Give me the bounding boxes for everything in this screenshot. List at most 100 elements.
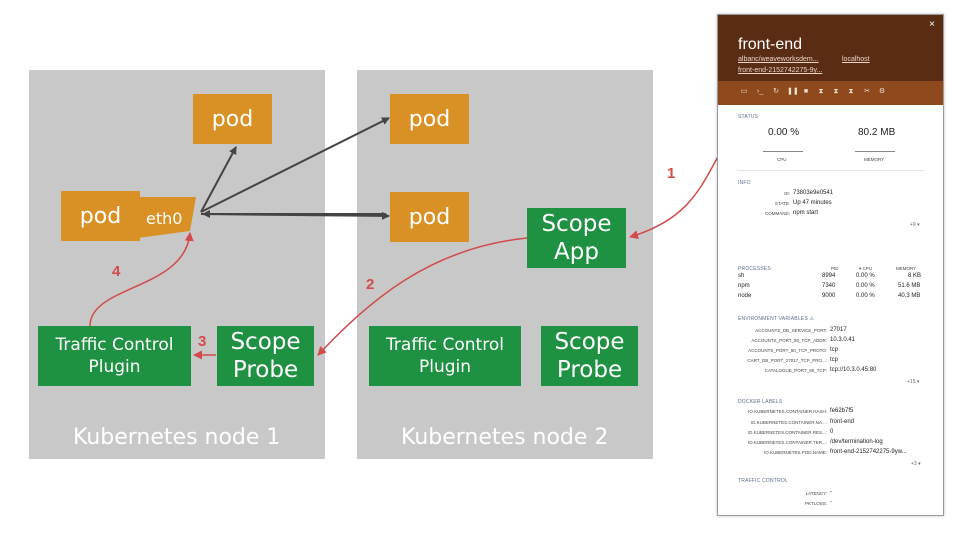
process-memory: 40.3 MB: [898, 293, 921, 299]
label-key: IO.KUBERNETES.POD.NAME:: [763, 450, 827, 455]
col-pid[interactable]: PID: [831, 266, 839, 271]
env-value: 27017: [830, 327, 847, 333]
pod-link[interactable]: front-end-2152742275-9y...: [738, 67, 823, 74]
env-value: tcp: [830, 347, 839, 353]
scope-probe-line2: Probe: [556, 357, 623, 383]
traffic-value: -: [830, 499, 832, 505]
info-value: npm start: [793, 210, 819, 216]
label-key: IO.KUBERNETES.CONTAINER.RES...:: [747, 430, 827, 435]
col-memory[interactable]: MEMORY: [896, 266, 917, 271]
terminal-icon[interactable]: ›_: [756, 88, 764, 95]
process-memory: 51.6 MB: [898, 283, 921, 289]
env-key: CART_DB_PORT_27017_TCP_PRO...:: [747, 358, 827, 363]
label-value: 0: [830, 429, 834, 435]
process-cpu: 0.00 %: [856, 273, 875, 279]
label-key: IO.KUBERNETES.CONTAINER.TER...:: [747, 440, 827, 445]
scope-probe-node1: Scope Probe: [217, 326, 314, 386]
arrow-to-pod-node2-top: [200, 117, 390, 213]
panel-toolbar: ▭ ›_ ↻ ❚❚ ■ ⧗ ⧗ ⧗ ✂ ⚙: [718, 81, 943, 105]
env-key: ACCOUNTS_PORT_80_TCP_ADDR:: [751, 338, 827, 343]
env-key: ACCOUNTS_DB_SERVICE_PORT:: [755, 328, 827, 333]
step-3: 3: [198, 333, 207, 350]
process-pid: 9000: [822, 293, 836, 299]
flow-2-app-to-probe: [317, 237, 528, 356]
env-section-title: ENVIRONMENT VARIABLES ⚠: [738, 316, 815, 322]
pod-node2-mid: pod: [390, 192, 469, 242]
node-1-label: Kubernetes node 1: [73, 425, 281, 450]
image-link[interactable]: albanc/weaveworksdem...: [738, 56, 819, 63]
env-value: tcp: [830, 357, 839, 363]
label-key: IO.KUBERNETES.CONTAINER.NA...:: [750, 420, 827, 425]
info-key: STATE:: [774, 201, 790, 206]
processes-section-title: PROCESSES: [738, 266, 771, 272]
process-cpu: 0.00 %: [856, 293, 875, 299]
scope-probe-line1: Scope: [554, 329, 625, 355]
docker-more-link[interactable]: +3 ▾: [911, 461, 921, 467]
cpu-label: CPU: [777, 157, 787, 162]
label-value: /dev/termination-log: [830, 439, 883, 445]
info-section-title: INFO: [738, 180, 751, 186]
memory-label: MEMORY: [864, 157, 885, 162]
stop-icon[interactable]: ■: [803, 88, 809, 95]
node-detail-panel: × front-end albanc/weaveworksdem... loca…: [717, 14, 944, 516]
label-value: front-end-2152742275-9yw...: [830, 449, 907, 455]
info-value: Up 47 minutes: [793, 200, 832, 206]
scope-probe-line1: Scope: [230, 329, 301, 355]
tc-plugin-line1: Traffic Control: [55, 335, 174, 355]
info-key: ID:: [784, 191, 790, 196]
process-name: node: [738, 293, 752, 299]
step-4: 4: [112, 263, 121, 280]
tc-plugin-line2: Plugin: [418, 357, 472, 377]
memory-value: 80.2 MB: [858, 127, 896, 138]
traffic-key: PKTLOSS:: [804, 501, 827, 506]
scope-app-line2: App: [554, 239, 599, 265]
info-value: 73803e9e0541: [793, 190, 834, 196]
process-pid: 7340: [822, 283, 836, 289]
panel-header: × front-end albanc/weaveworksdem... loca…: [718, 15, 943, 81]
host-link[interactable]: localhost: [842, 56, 870, 63]
label-value: fe62b7f5: [830, 408, 854, 414]
close-icon[interactable]: ×: [929, 19, 935, 30]
step-2: 2: [366, 276, 375, 293]
gear-icon[interactable]: ⚙: [878, 88, 886, 95]
hourglass-icon[interactable]: ⧗: [848, 88, 854, 95]
kubernetes-node-1: [29, 70, 325, 459]
traffic-control-plugin-node2: Traffic Control Plugin: [369, 326, 521, 386]
status-section-title: STATUS: [738, 114, 759, 120]
pause-icon[interactable]: ❚❚: [787, 88, 799, 95]
docker-labels-section-title: DOCKER LABELS: [738, 399, 783, 405]
cpu-sparkline: [763, 151, 803, 152]
pod-node2-top: pod: [390, 94, 469, 144]
monitor-icon[interactable]: ▭: [740, 88, 748, 95]
pod-node1-left: pod: [61, 191, 140, 241]
process-memory: 8 KB: [908, 273, 922, 279]
info-more-link[interactable]: +9 ▾: [910, 222, 920, 228]
process-cpu: 0.00 %: [856, 283, 875, 289]
scissors-icon[interactable]: ✂: [864, 88, 870, 95]
env-key: CATALOGUE_PORT_80_TCP:: [764, 368, 827, 373]
label-key: IO.KUBERNETES.CONTAINER.HASH:: [748, 409, 827, 414]
traffic-control-section-title: TRAFFIC CONTROL: [738, 478, 788, 484]
restart-icon[interactable]: ↻: [773, 88, 779, 95]
traffic-key: LATENCY:: [805, 491, 827, 496]
panel-title: front-end: [738, 36, 803, 53]
col-cpu[interactable]: ▾ CPU: [859, 266, 873, 271]
cpu-value: 0.00 %: [768, 127, 800, 138]
traffic-value: -: [830, 489, 832, 495]
step-1: 1: [667, 165, 676, 182]
pod-node1-top: pod: [193, 94, 272, 144]
scope-app: Scope App: [527, 208, 626, 268]
arrow-to-pod-node1-top: [200, 146, 237, 213]
divider: [738, 170, 924, 171]
scope-probe-node2: Scope Probe: [541, 326, 638, 386]
scope-probe-line2: Probe: [232, 357, 299, 383]
node-2-label: Kubernetes node 2: [401, 425, 609, 450]
hourglass-icon[interactable]: ⧗: [833, 88, 839, 95]
hourglass-icon[interactable]: ⧗: [818, 88, 824, 95]
eth0-label: eth0: [146, 209, 183, 228]
env-value: 10.3.0.41: [830, 337, 856, 343]
env-value: tcp://10.3.0.45:80: [830, 367, 877, 373]
eth0-interface: [138, 197, 196, 238]
env-more-link[interactable]: +15 ▾: [907, 379, 920, 385]
